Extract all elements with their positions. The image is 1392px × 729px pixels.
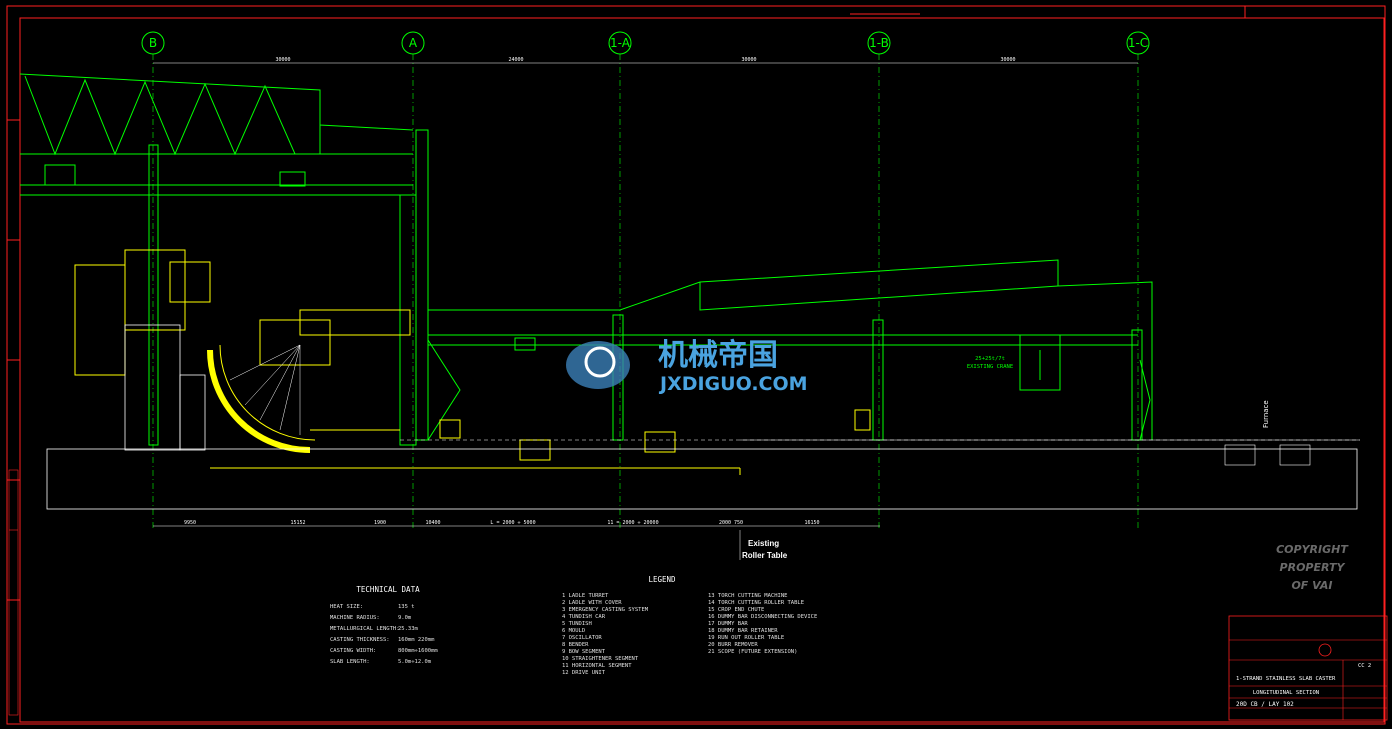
bottom-dim-2: 15152 [290, 520, 305, 526]
grid-label-1c: 1-C [1128, 36, 1148, 50]
drawing-frame [6, 5, 1386, 725]
bottom-dimension-chain: 9950 15152 1900 10400 L = 2000 ÷ 5000 11… [153, 520, 880, 527]
legend-item: 4 TUNDISH CAR [562, 614, 606, 620]
section-title: LONGITUDINAL SECTION [1253, 690, 1319, 696]
tech-value-2: 9.0m [398, 615, 412, 621]
tech-value-3: 25.33m [398, 626, 419, 632]
legend-item: 10 STRAIGHTENER SEGMENT [562, 656, 639, 662]
legend-item: 16 DUMMY BAR DISCONNECTING DEVICE [708, 614, 817, 620]
legend-item: 21 SCOPE (FUTURE EXTENSION) [708, 649, 797, 655]
watermark-latin: JXDIGUO.COM [658, 373, 808, 395]
caster-title: 1-STRAND STAINLESS SLAB CASTER [1236, 676, 1336, 682]
bottom-dim-8: 16150 [804, 520, 819, 526]
tech-label-4: CASTING THICKNESS: [330, 637, 390, 643]
existing-crane-note: 25+25t/7t EXISTING CRANE [967, 356, 1013, 370]
copyright-line-3: OF VAI [1291, 579, 1332, 592]
existing-building-structure [19, 73, 1153, 446]
top-dim-a-1a: 24000 [508, 57, 523, 63]
legend-item: 20 BURR REMOVER [708, 642, 758, 648]
furnace-label: Furnace [1262, 400, 1270, 428]
legend-item: 1 LADLE TURRET [562, 593, 609, 599]
bottom-dim-4: 10400 [425, 520, 440, 526]
bottom-dim-1: 9950 [184, 520, 196, 526]
watermark-chinese: 机械帝国 [658, 338, 778, 373]
drawing-number: 20D CB / LAY 102 [1236, 701, 1294, 708]
legend-title: LEGEND [648, 575, 676, 584]
tech-value-6: 5.0m÷12.0m [398, 659, 432, 665]
grid-bubble-1b: 1-B [867, 31, 891, 55]
legend-item: 5 TUNDISH [562, 621, 592, 627]
top-dim-b-a: 30000 [275, 57, 290, 63]
legend-block: LEGEND 1 LADLE TURRET 2 LADLE WITH COVER… [562, 575, 817, 676]
legend-item: 17 DUMMY BAR [708, 621, 748, 627]
top-dim-1a-1b: 30000 [741, 57, 756, 63]
legend-item: 14 TORCH CUTTING ROLLER TABLE [708, 600, 804, 606]
bottom-dim-3: 1900 [374, 520, 386, 526]
bottom-dim-7: 2000 750 [719, 520, 743, 526]
legend-item: 9 BOW SEGMENT [562, 649, 606, 655]
tech-label-6: SLAB LENGTH: [330, 659, 370, 665]
tech-label-3: METALLURGICAL LENGTH: [330, 626, 400, 632]
tech-label-1: HEAT SIZE: [330, 604, 363, 610]
tech-value-4: 160mm 220mm [398, 637, 435, 643]
foundation [46, 324, 1358, 510]
top-dimension-chain: 30000 24000 30000 30000 [153, 57, 1138, 64]
legend-item: 6 MOULD [562, 628, 585, 634]
grid-label-1b: 1-B [869, 36, 889, 50]
grid-bubbles: B A 1-A 1-B 1-C [141, 31, 1150, 55]
copyright-line-1: COPYRIGHT [1276, 543, 1349, 556]
existing-label: Existing [748, 539, 779, 548]
grid-bubble-b: B [141, 31, 165, 55]
legend-item: 18 DUMMY BAR RETAINER [708, 628, 778, 634]
bottom-dim-5: L = 2000 ÷ 5000 [490, 520, 535, 526]
top-dim-1b-1c: 30000 [1000, 57, 1015, 63]
grid-label-b: B [149, 36, 157, 50]
bottom-dim-6: 11 = 2000 ÷ 20000 [607, 520, 658, 526]
company-logo-icon [1318, 643, 1332, 657]
copyright-stamp: COPYRIGHT PROPERTY OF VAI [1276, 543, 1349, 592]
strand-segment-fan [229, 344, 301, 435]
legend-item: 7 OSCILLATOR [562, 635, 602, 641]
grid-axis-lines [152, 54, 1139, 530]
legend-item: 2 LADLE WITH COVER [562, 600, 622, 606]
crane-capacity: 25+25t/7t [975, 356, 1005, 362]
grid-bubble-1c: 1-C [1126, 31, 1150, 55]
sheet-number: CC 2 [1358, 663, 1371, 669]
tech-label-5: CASTING WIDTH: [330, 648, 376, 654]
legend-item: 11 HORIZONTAL SEGMENT [562, 663, 632, 669]
title-block: 1-STRAND STAINLESS SLAB CASTER LONGITUDI… [1228, 615, 1388, 721]
legend-item: 15 CROP END CHUTE [708, 607, 764, 613]
copyright-line-2: PROPERTY [1280, 561, 1346, 574]
tech-value-1: 135 t [398, 604, 415, 610]
grid-bubble-1a: 1-A [608, 31, 632, 55]
technical-data-title: TECHNICAL DATA [356, 585, 420, 594]
technical-data-block: TECHNICAL DATA HEAT SIZE: 135 t MACHINE … [330, 585, 438, 665]
grid-bubble-a: A [401, 31, 425, 55]
legend-item: 13 TORCH CUTTING MACHINE [708, 593, 787, 599]
tech-value-5: 800mm÷1600mm [398, 648, 438, 654]
legend-item: 19 RUN OUT ROLLER TABLE [708, 635, 784, 641]
legend-item: 8 BENDER [562, 642, 589, 648]
caster-equipment [74, 249, 871, 475]
roller-table-line [400, 439, 1360, 466]
existing-roller-table-note: Existing Roller Table [739, 530, 788, 560]
crane-label: EXISTING CRANE [967, 364, 1013, 370]
legend-item: 3 EMERGENCY CASTING SYSTEM [562, 607, 649, 613]
watermark-logo: 机械帝国 JXDIGUO.COM [566, 338, 808, 395]
side-revision-strip [8, 469, 19, 716]
grid-label-a: A [409, 36, 418, 50]
legend-item: 12 DRIVE UNIT [562, 670, 606, 676]
roller-table-label: Roller Table [742, 551, 788, 560]
grid-label-1a: 1-A [610, 36, 631, 50]
tech-label-2: MACHINE RADIUS: [330, 615, 380, 621]
